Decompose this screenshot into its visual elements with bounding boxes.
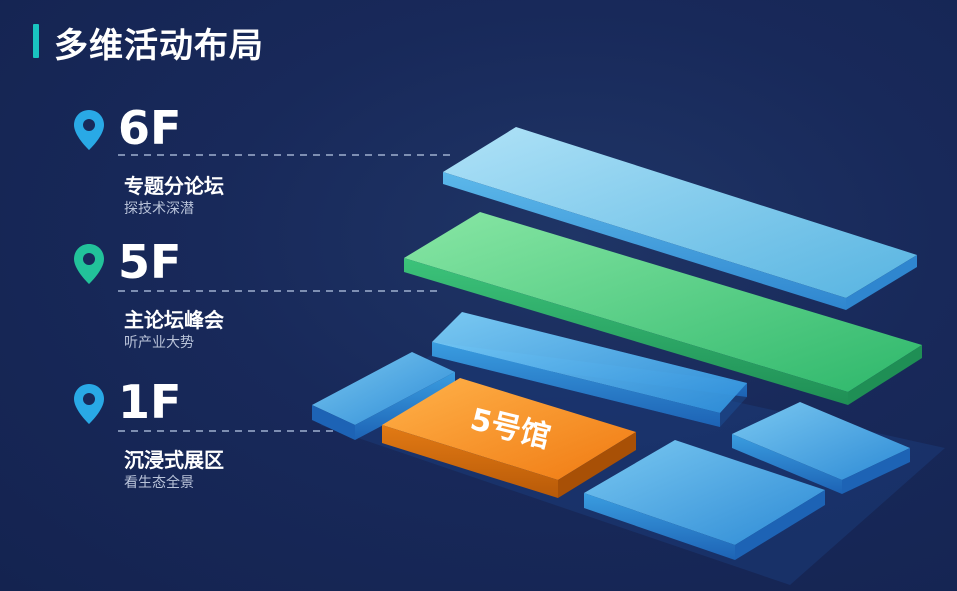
floor-description: 听产业大势 xyxy=(124,335,194,351)
floor-number: 5F xyxy=(118,235,182,289)
hall-5-block xyxy=(382,378,636,498)
location-pin-icon xyxy=(74,384,104,424)
title-accent-bar xyxy=(33,24,39,58)
floor-name: 沉浸式展区 xyxy=(124,448,224,472)
floor-number: 1F xyxy=(118,375,182,429)
floor-description: 探技术深潜 xyxy=(124,201,194,217)
floor-6f-slab xyxy=(443,127,917,310)
floor-1f-block-front xyxy=(584,440,825,560)
floor-1f-block-right-small xyxy=(732,402,910,494)
floor-1f-block-left xyxy=(312,352,455,440)
floor-5f-slab xyxy=(404,212,922,405)
floor-name: 专题分论坛 xyxy=(124,174,224,198)
location-pin-icon xyxy=(74,110,104,150)
floor-1f-block-back xyxy=(432,312,747,427)
floor-description: 看生态全景 xyxy=(124,475,194,491)
page-title: 多维活动布局 xyxy=(54,26,264,66)
floor-name: 主论坛峰会 xyxy=(124,308,224,332)
floor-number: 6F xyxy=(118,101,182,155)
location-pin-icon xyxy=(74,244,104,284)
